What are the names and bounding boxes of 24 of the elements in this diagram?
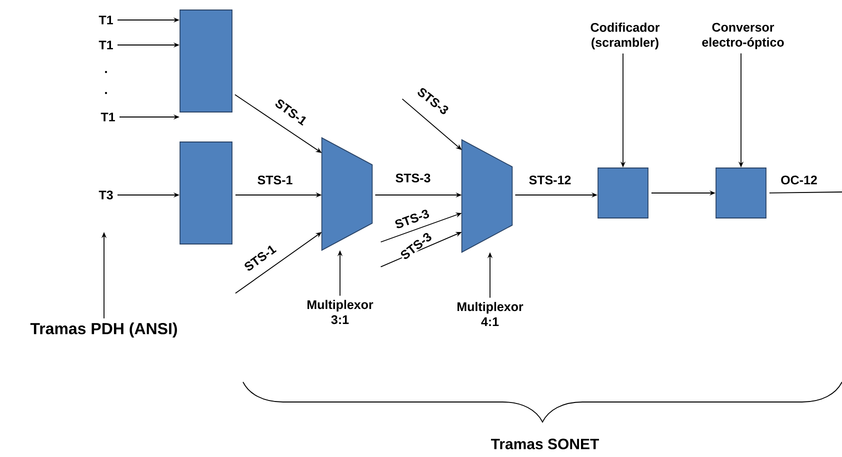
edge-label: OC-12 bbox=[780, 175, 818, 185]
edge-label: STS-12 bbox=[528, 175, 572, 185]
node-label: T3 bbox=[98, 190, 113, 200]
caption-text: Multiplexor 3:1 bbox=[308, 300, 374, 324]
block-box bbox=[716, 168, 766, 218]
multiplexer-trapezoid bbox=[321, 137, 373, 251]
node-label: Tramas PDH (ANSI) bbox=[30, 322, 177, 338]
edge-label: STS-3 bbox=[393, 208, 431, 230]
node-label: T1 bbox=[98, 40, 113, 50]
ellipsis-dot: . bbox=[105, 92, 107, 94]
caption-text: Codificador (scrambler) bbox=[590, 22, 660, 50]
block-box bbox=[180, 142, 232, 244]
caption-text: Conversor electro-óptico bbox=[702, 22, 784, 50]
node-label: T1 bbox=[100, 112, 115, 122]
block-box bbox=[598, 168, 648, 218]
node-label: T1 bbox=[98, 16, 113, 24]
edge-label: STS-3 bbox=[394, 173, 432, 183]
block-box bbox=[180, 10, 232, 112]
caption-text: Multiplexor 4:1 bbox=[458, 302, 524, 326]
edge-label: STS-1 bbox=[256, 175, 294, 185]
multiplexer-trapezoid bbox=[461, 139, 513, 253]
line bbox=[769, 192, 842, 194]
ellipsis-dot: . bbox=[105, 71, 107, 73]
brace-label: Tramas SONET bbox=[491, 438, 599, 450]
